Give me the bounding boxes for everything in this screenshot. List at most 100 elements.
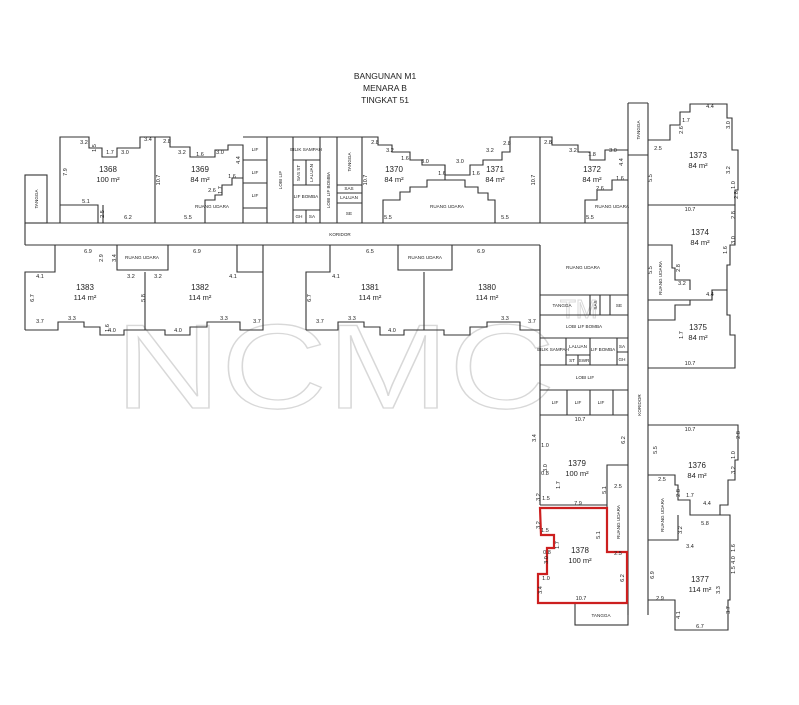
dimension-label: 7.9 (63, 168, 69, 176)
dimension-label: 10.7 (531, 175, 537, 186)
unit-number[interactable]: 1376 (688, 461, 706, 470)
unit-number[interactable]: 1380 (478, 283, 496, 292)
dimension-label: 6.2 (620, 574, 626, 582)
dimension-label: 1.7 (682, 118, 690, 124)
dimension-label: 3.7 (253, 319, 261, 325)
room-label: BILIK SAMPAH (537, 347, 569, 352)
dimension-label: 3.3 (220, 316, 228, 322)
dimension-label: 5.5 (648, 266, 654, 274)
unit-area: 84 m² (384, 175, 404, 184)
unit-area: 84 m² (582, 175, 602, 184)
dimension-label: 2.8 (736, 431, 742, 439)
dimension-label: 1.5 (541, 528, 549, 534)
unit-number[interactable]: 1374 (691, 228, 709, 237)
dimension-label: 4.1 (36, 274, 44, 280)
dimension-label: 4.0 (174, 328, 182, 334)
room-label: GH (619, 357, 626, 362)
dimension-label: 6.5 (366, 249, 374, 255)
unit-area: 114 m² (74, 293, 97, 302)
dimension-label: 3.2 (678, 526, 684, 534)
dimension-label: 1.7 (555, 541, 561, 549)
unit-area: 84 m² (190, 175, 210, 184)
unit-area: 84 m² (688, 161, 708, 170)
room-label: LOBI LIF BOMBA (326, 171, 331, 208)
unit-area: 114 m² (476, 293, 499, 302)
room-label: SE (616, 303, 622, 308)
unit-area: 114 m² (359, 293, 382, 302)
unit-number[interactable]: 1372 (583, 165, 601, 174)
dimension-label: 2.9 (99, 254, 105, 262)
dimension-label: 3.0 (726, 121, 732, 129)
dimension-label: 6.9 (84, 249, 92, 255)
dimension-label: 3.0 (456, 159, 464, 165)
dimension-label: 1.5 (542, 496, 550, 502)
unit-number[interactable]: 1383 (76, 283, 94, 292)
watermark: NCMC TM (114, 294, 598, 435)
room-label: SAS (593, 300, 598, 309)
room-label: SA (309, 214, 316, 219)
dimension-label: 6.9 (193, 249, 201, 255)
dimension-label: 5.5 (501, 215, 509, 221)
unit-number[interactable]: 1370 (385, 165, 403, 174)
unit-number[interactable]: 1373 (689, 151, 707, 160)
unit-number[interactable]: 1377 (691, 575, 709, 584)
watermark-trademark: TM (560, 294, 598, 324)
dimension-label: 1.6 (401, 156, 409, 162)
dimension-label: 4.1 (332, 274, 340, 280)
room-label: TANGGA (34, 189, 39, 209)
unit-area: 84 m² (687, 471, 707, 480)
dimension-label: 3.4 (112, 254, 118, 262)
dimension-label: 5.8 (141, 294, 147, 302)
dimension-label: 10.7 (685, 427, 696, 433)
dimension-label: 3.7 (316, 319, 324, 325)
room-label: RUANG UDARA (616, 504, 621, 539)
unit-number[interactable]: 1375 (689, 323, 707, 332)
dimension-label: 2.5 (654, 146, 662, 152)
dimension-label: 3.0 (421, 159, 429, 165)
room-label: TANGGA (347, 152, 352, 172)
dimension-label: 2.9 (656, 596, 664, 602)
highlighted-unit-outline[interactable] (536, 506, 629, 605)
dimension-label: 3.0 (543, 464, 549, 472)
unit-number[interactable]: 1369 (191, 165, 209, 174)
unit-number[interactable]: 1382 (191, 283, 209, 292)
dimension-label: 1.7 (679, 331, 685, 339)
unit-area: 114 m² (189, 293, 212, 302)
dimension-label: 1.7 (556, 481, 562, 489)
room-label: ST (569, 358, 575, 363)
watermark-text: NCMC (115, 300, 555, 434)
dimension-label: 2.5 (614, 484, 622, 490)
room-label: RUANG UDARA (595, 204, 630, 209)
room-label: SAS (344, 186, 353, 191)
dimension-label: 2.8 (163, 139, 171, 145)
dimension-label: 3.0 (544, 556, 550, 564)
unit-number[interactable]: 1378 (571, 546, 589, 555)
room-label: TANGGA (591, 613, 611, 618)
unit-area: 84 m² (690, 238, 710, 247)
dimension-label: 1.6 (438, 171, 446, 177)
unit-number[interactable]: 1368 (99, 165, 117, 174)
dimension-label: 3.2 (386, 148, 394, 154)
room-label: SA (619, 344, 626, 349)
dimension-label: 10.7 (685, 207, 696, 213)
unit-number[interactable]: 1371 (486, 165, 504, 174)
tower-name: MENARA B (363, 83, 407, 93)
dimension-label: 3.2 (536, 493, 542, 501)
dimension-label: 1.0 (541, 443, 549, 449)
dimension-label: 1.6 (723, 246, 729, 254)
dimension-label: 4.4 (706, 292, 714, 298)
dimension-label: 1.7 (218, 186, 224, 194)
dimension-label: 5.5 (648, 174, 654, 182)
walls (24, 102, 739, 631)
unit-number[interactable]: 1379 (568, 459, 586, 468)
dimension-label: 6.9 (477, 249, 485, 255)
dimension-label: 3.2 (678, 281, 686, 287)
dimension-label: 1.6 (472, 171, 480, 177)
dimension-label: 2.5 (658, 477, 666, 483)
unit-number[interactable]: 1381 (361, 283, 379, 292)
dimension-label: 1.6 (105, 324, 111, 332)
